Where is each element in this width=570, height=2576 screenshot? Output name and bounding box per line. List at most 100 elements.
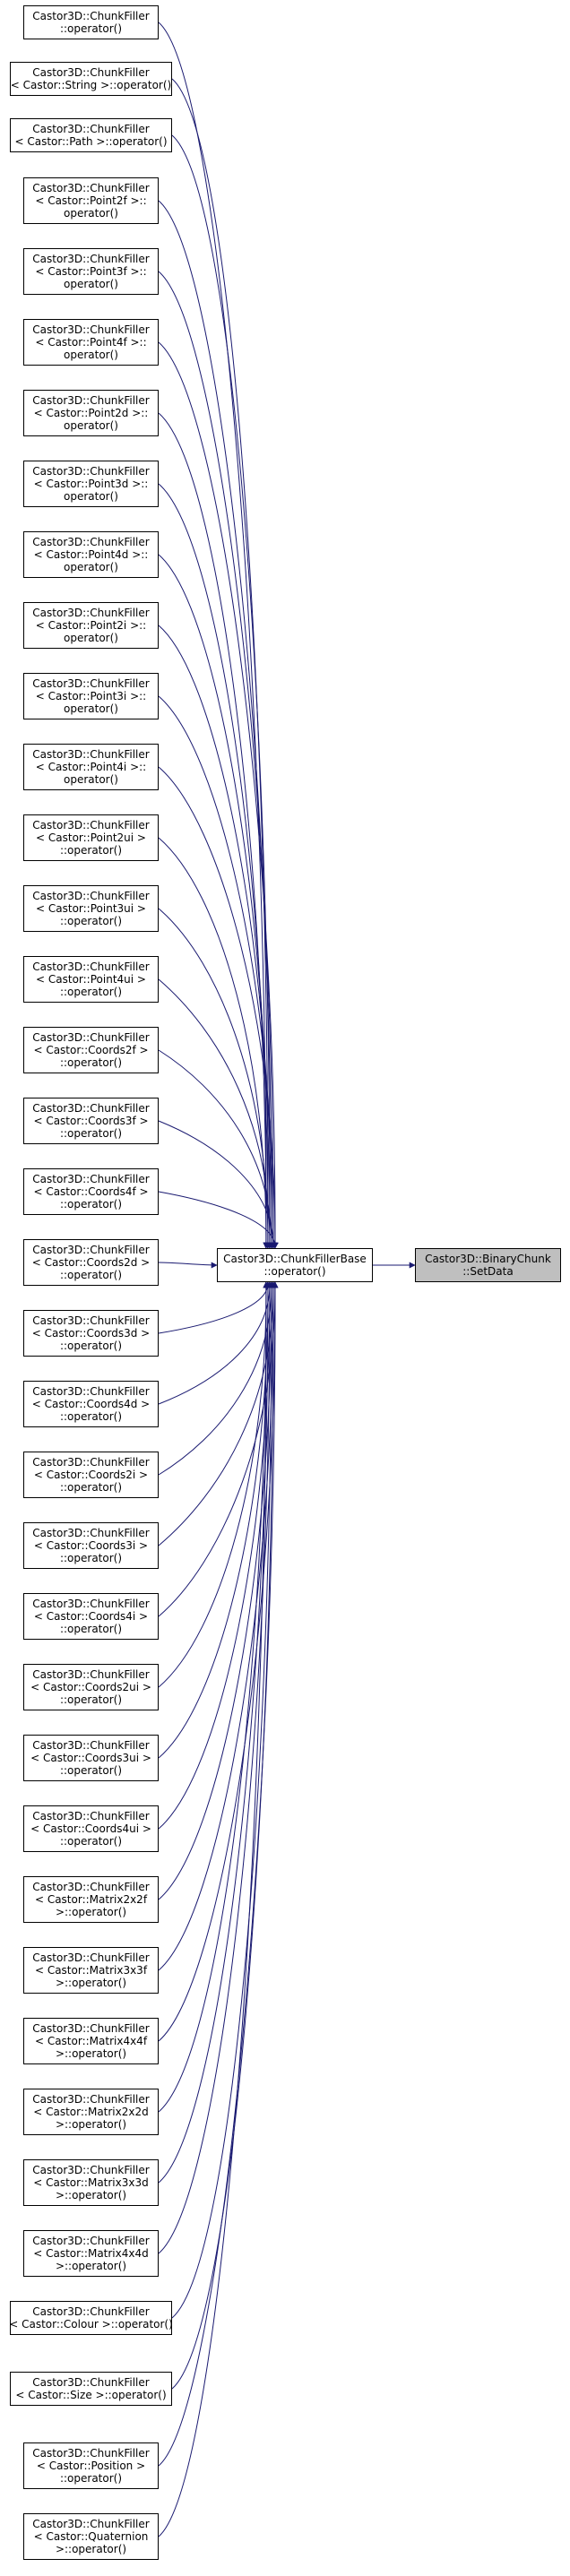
caller-node-n7[interactable]: Castor3D::ChunkFiller< Castor::Point3d >… xyxy=(23,461,159,507)
node-label-line: ::operator() xyxy=(59,22,123,35)
node-label-line: Castor3D::ChunkFiller xyxy=(32,2022,150,2035)
node-label-line: >::operator() xyxy=(55,2118,127,2131)
caller-node-n22[interactable]: Castor3D::ChunkFiller< Castor::Coords3i … xyxy=(23,1522,159,1569)
edge-n4 xyxy=(158,271,277,1249)
node-label-line: >::operator() xyxy=(55,2047,127,2060)
caller-node-n35[interactable]: Castor3D::ChunkFiller< Castor::Position … xyxy=(23,2442,159,2489)
target-node: Castor3D::BinaryChunk::SetData xyxy=(415,1248,561,1282)
caller-node-n20[interactable]: Castor3D::ChunkFiller< Castor::Coords4d … xyxy=(23,1381,159,1427)
caller-node-n10[interactable]: Castor3D::ChunkFiller< Castor::Point3i >… xyxy=(23,673,159,719)
node-label-line: < Castor::Coords3i > xyxy=(33,1539,149,1552)
caller-node-n23[interactable]: Castor3D::ChunkFiller< Castor::Coords4i … xyxy=(23,1593,159,1640)
node-label-line: Castor3D::ChunkFiller xyxy=(32,465,150,478)
node-label-line: operator() xyxy=(64,490,118,503)
edge-n8 xyxy=(158,554,273,1249)
node-label-line: < Castor::Position > xyxy=(36,2460,146,2472)
caller-node-n36[interactable]: Castor3D::ChunkFiller< Castor::Quaternio… xyxy=(23,2513,159,2560)
caller-node-n31[interactable]: Castor3D::ChunkFiller< Castor::Matrix3x3… xyxy=(23,2159,159,2206)
caller-node-n17[interactable]: Castor3D::ChunkFiller< Castor::Coords4f … xyxy=(23,1168,159,1215)
edge-n10 xyxy=(158,695,277,1249)
edge-n22 xyxy=(158,1281,277,1546)
node-label-line: ::operator() xyxy=(59,2472,123,2485)
node-label-line: < Castor::Coords4i > xyxy=(33,1610,149,1623)
edge-n15 xyxy=(158,1049,275,1249)
caller-node-n15[interactable]: Castor3D::ChunkFiller< Castor::Coords2f … xyxy=(23,1027,159,1073)
caller-node-n30[interactable]: Castor3D::ChunkFiller< Castor::Matrix2x2… xyxy=(23,2089,159,2135)
node-label-line: ::operator() xyxy=(59,1127,123,1140)
caller-node-n2[interactable]: Castor3D::ChunkFiller< Castor::Path >::o… xyxy=(10,118,172,152)
edge-n0 xyxy=(158,22,270,1249)
node-label-line: ::operator() xyxy=(59,915,123,927)
node-label-line: Castor3D::ChunkFiller xyxy=(32,2164,150,2176)
caller-node-n13[interactable]: Castor3D::ChunkFiller< Castor::Point3ui … xyxy=(23,885,159,932)
node-label-line: operator() xyxy=(64,419,118,432)
node-label-line: Castor3D::ChunkFiller xyxy=(32,1881,150,1893)
caller-node-n19[interactable]: Castor3D::ChunkFiller< Castor::Coords3d … xyxy=(23,1310,159,1357)
node-label-line: >::operator() xyxy=(55,1906,127,1918)
caller-node-n18[interactable]: Castor3D::ChunkFiller< Castor::Coords2d … xyxy=(23,1239,159,1286)
caller-node-n34[interactable]: Castor3D::ChunkFiller< Castor::Size >::o… xyxy=(10,2372,172,2406)
node-label-line: ::operator() xyxy=(59,1623,123,1635)
node-label-line: < Castor::Point4i >:: xyxy=(35,761,147,773)
caller-node-n12[interactable]: Castor3D::ChunkFiller< Castor::Point2ui … xyxy=(23,814,159,861)
edge-n1 xyxy=(171,78,272,1249)
caller-node-n3[interactable]: Castor3D::ChunkFiller< Castor::Point2f >… xyxy=(23,177,159,224)
edge-n2 xyxy=(171,134,273,1249)
hub-node[interactable]: Castor3D::ChunkFillerBase::operator() xyxy=(217,1248,373,1282)
edge-n19 xyxy=(158,1281,272,1334)
caller-node-n24[interactable]: Castor3D::ChunkFiller< Castor::Coords2ui… xyxy=(23,1664,159,1710)
node-label-line: >::operator() xyxy=(55,2260,127,2272)
caller-node-n14[interactable]: Castor3D::ChunkFiller< Castor::Point4ui … xyxy=(23,956,159,1003)
edge-n5 xyxy=(158,341,279,1249)
node-label-line: < Castor::Coords4f > xyxy=(33,1185,149,1198)
node-label-line: < Castor::Point3i >:: xyxy=(35,690,147,702)
node-label-line: < Castor::Coords3f > xyxy=(33,1115,149,1127)
node-label-line: ::operator() xyxy=(59,1764,123,1777)
node-label-line: Castor3D::ChunkFiller xyxy=(32,394,150,407)
edge-n12 xyxy=(158,837,270,1249)
caller-node-n6[interactable]: Castor3D::ChunkFiller< Castor::Point2d >… xyxy=(23,390,159,436)
caller-node-n8[interactable]: Castor3D::ChunkFiller< Castor::Point4d >… xyxy=(23,531,159,578)
node-label-line: >::operator() xyxy=(55,2189,127,2201)
caller-node-n28[interactable]: Castor3D::ChunkFiller< Castor::Matrix3x3… xyxy=(23,1947,159,1994)
edge-n30 xyxy=(158,1281,270,2113)
node-label-line: ::SetData xyxy=(462,1265,514,1278)
node-label-line: Castor3D::ChunkFiller xyxy=(32,1173,150,1185)
node-label-line: < Castor::Matrix4x4d xyxy=(33,2247,149,2260)
edge-n31 xyxy=(158,1281,272,2184)
caller-node-n1[interactable]: Castor3D::ChunkFiller< Castor::String >:… xyxy=(10,62,172,96)
caller-node-n0[interactable]: Castor3D::ChunkFiller::operator() xyxy=(23,5,159,39)
node-label-line: Castor3D::ChunkFiller xyxy=(32,1102,150,1115)
caller-node-n5[interactable]: Castor3D::ChunkFiller< Castor::Point4f >… xyxy=(23,319,159,366)
node-label-line: Castor3D::ChunkFiller xyxy=(32,536,150,548)
caller-node-n32[interactable]: Castor3D::ChunkFiller< Castor::Matrix4x4… xyxy=(23,2230,159,2277)
caller-node-n33[interactable]: Castor3D::ChunkFiller< Castor::Colour >:… xyxy=(9,2301,173,2335)
caller-node-n29[interactable]: Castor3D::ChunkFiller< Castor::Matrix4x4… xyxy=(23,2018,159,2064)
caller-node-n9[interactable]: Castor3D::ChunkFiller< Castor::Point2i >… xyxy=(23,602,159,649)
caller-node-n4[interactable]: Castor3D::ChunkFiller< Castor::Point3f >… xyxy=(23,248,159,295)
node-label-line: Castor3D::ChunkFiller xyxy=(32,1668,150,1681)
node-label-line: Castor3D::ChunkFiller xyxy=(32,323,150,336)
edge-n3 xyxy=(158,200,275,1249)
edge-n24 xyxy=(158,1281,270,1688)
edge-layer xyxy=(158,22,416,2537)
caller-node-n25[interactable]: Castor3D::ChunkFiller< Castor::Coords3ui… xyxy=(23,1735,159,1781)
caller-node-n27[interactable]: Castor3D::ChunkFiller< Castor::Matrix2x2… xyxy=(23,1876,159,1923)
caller-node-n11[interactable]: Castor3D::ChunkFiller< Castor::Point4i >… xyxy=(23,744,159,790)
caller-node-n26[interactable]: Castor3D::ChunkFiller< Castor::Coords4ui… xyxy=(23,1805,159,1852)
edge-n11 xyxy=(158,766,279,1249)
caller-node-n16[interactable]: Castor3D::ChunkFiller< Castor::Coords3f … xyxy=(23,1098,159,1144)
node-label-line: ::operator() xyxy=(59,1693,123,1706)
node-label-line: >::operator() xyxy=(55,2543,127,2555)
node-label-line: ::operator() xyxy=(59,1198,123,1210)
caller-node-n21[interactable]: Castor3D::ChunkFiller< Castor::Coords2i … xyxy=(23,1452,159,1498)
node-label-line: Castor3D::ChunkFiller xyxy=(32,1456,150,1469)
node-label-line: ::operator() xyxy=(59,1481,123,1494)
node-label-line: Castor3D::ChunkFiller xyxy=(32,607,150,619)
node-label-line: operator() xyxy=(64,632,118,644)
node-label-line: < Castor::Coords4ui > xyxy=(30,1822,151,1835)
node-label-line: Castor3D::ChunkFiller xyxy=(32,1031,150,1044)
node-label-line: < Castor::Matrix2x2f xyxy=(34,1893,148,1906)
edge-n16 xyxy=(158,1120,277,1249)
